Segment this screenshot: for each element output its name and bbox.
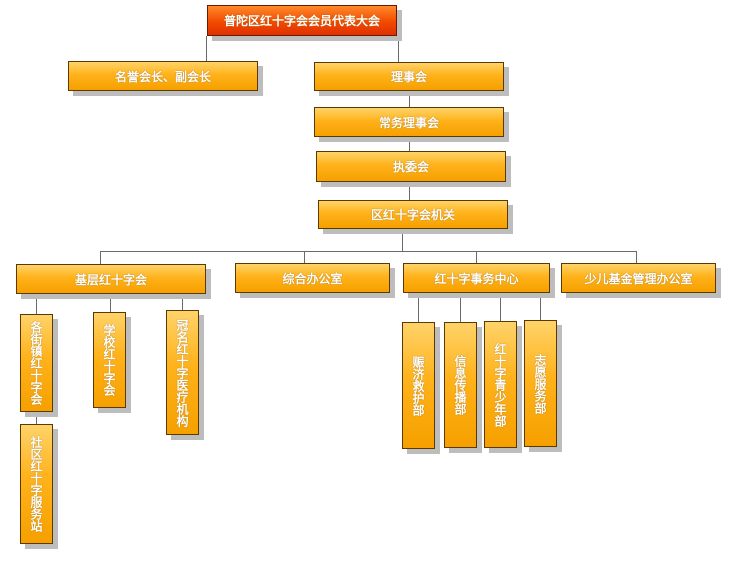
connector (409, 182, 410, 200)
connector (402, 229, 403, 251)
connector (460, 293, 461, 322)
connector (476, 251, 477, 263)
node-council: 理事会 (314, 62, 504, 91)
node-grassroots-rc: 基层红十字会 (16, 264, 206, 294)
connector (500, 293, 501, 321)
connector (182, 294, 183, 310)
node-school-rc: 学校红十字会 (93, 312, 126, 408)
connector (636, 251, 637, 263)
node-general-office: 综合办公室 (235, 263, 390, 293)
node-medical-rc: 冠名红十字医疗机构 (166, 310, 199, 435)
connector (36, 294, 37, 314)
connector (110, 294, 111, 312)
node-youth-dept: 红十字青少年部 (484, 321, 517, 448)
connector (409, 91, 410, 107)
node-executive-committee: 执委会 (316, 151, 506, 182)
connector (409, 137, 410, 151)
node-honorary-president: 名誉会长、副会长 (68, 61, 258, 91)
connector (206, 36, 207, 62)
node-district-office: 区红十字会机关 (318, 200, 508, 229)
connector (100, 251, 636, 252)
node-relief-dept: 赈济救护部 (402, 322, 435, 449)
node-info-dept: 信息传播部 (444, 322, 477, 448)
node-standing-council: 常务理事会 (314, 107, 504, 137)
node-youth-fund-office: 少儿基金管理办公室 (561, 263, 716, 293)
connector (100, 251, 101, 264)
node-representative-congress: 普陀区红十字会会员代表大会 (207, 5, 397, 36)
node-community-station: 社区红十字服务站 (20, 424, 53, 544)
connector (398, 36, 399, 62)
node-street-town-rc: 各街镇红十字会 (20, 314, 53, 412)
connector (540, 293, 541, 320)
node-volunteer-dept: 志愿服务部 (524, 320, 557, 447)
node-affairs-center: 红十字事务中心 (403, 263, 550, 293)
connector (304, 251, 305, 263)
connector (36, 412, 37, 424)
connector (418, 293, 419, 322)
